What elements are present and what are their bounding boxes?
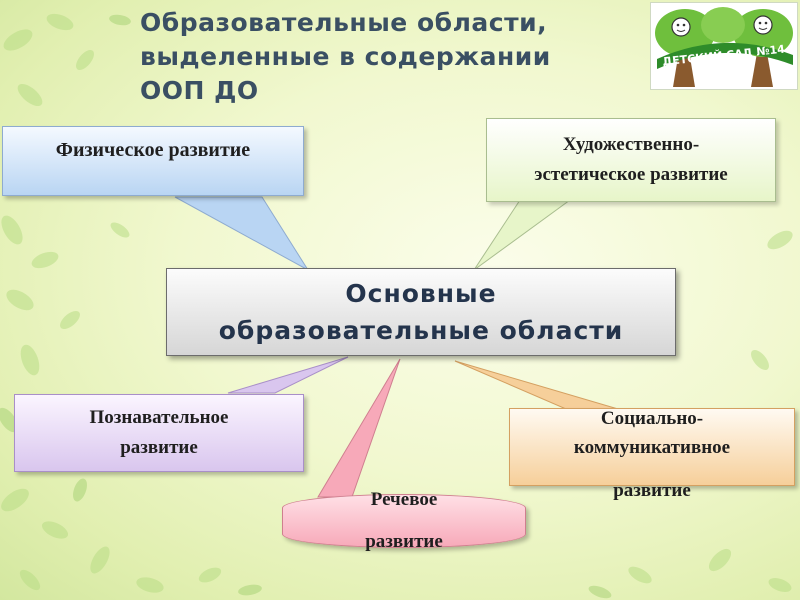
social-communicative-development-box: Социально- коммуникативное развитие [509, 408, 795, 501]
cognitive-label-line-1: Познавательное [89, 407, 229, 428]
kindergarten-logo: ДЕТСКИЙ САД №14 [650, 2, 798, 90]
page-title: Образовательные области, выделенные в со… [140, 6, 551, 108]
art-label-line-1: Художественно- [562, 134, 700, 155]
center-label-line-1: Основные [345, 279, 497, 308]
cognitive-label-line-2: развитие [120, 437, 198, 458]
speech-label-line-1: Речевое [370, 489, 438, 510]
title-line-3: ООП ДО [140, 76, 259, 105]
logo-picture: ДЕТСКИЙ САД №14 [655, 7, 793, 87]
physical-label: Физическое развитие [55, 139, 251, 161]
social-label-line-3: развитие [613, 479, 691, 501]
center-label-line-2: образовательные области [218, 316, 624, 345]
title-line-2: выделенные в содержании [140, 42, 551, 71]
speech-development-box: Речевое развитие [282, 489, 526, 552]
title-line-1: Образовательные области, [140, 8, 548, 37]
main-areas-box: Основные образовательные области [166, 268, 676, 356]
art-label-line-2: эстетическое развитие [534, 164, 728, 185]
speech-label-line-2: развитие [365, 531, 443, 552]
cognitive-development-box: Познавательное развитие [14, 394, 304, 472]
art-aesthetic-development-box: Художественно- эстетическое развитие [486, 118, 776, 202]
social-label-line-1: Социально- [600, 407, 704, 429]
social-label-line-2: коммуникативное [573, 436, 731, 458]
physical-development-box: Физическое развитие [2, 126, 304, 196]
